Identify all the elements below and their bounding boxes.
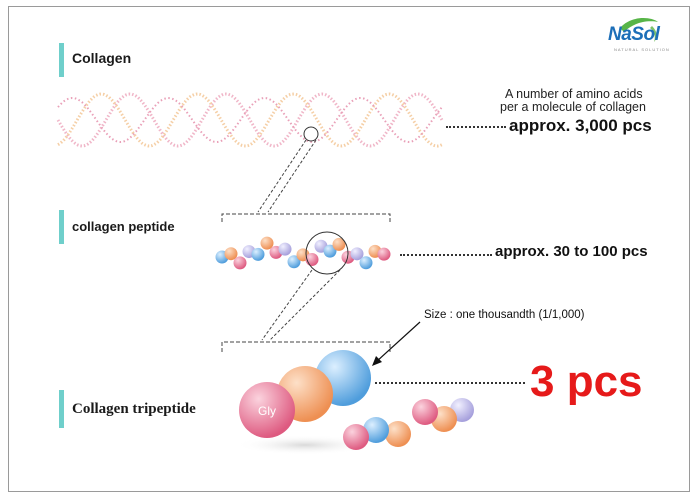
- peptide-chain-ball: [359, 256, 373, 270]
- peptide-chain-ball: [233, 256, 247, 270]
- helix-strand-orange: [57, 92, 443, 148]
- size-note: Size : one thousandth (1/1,000): [424, 309, 585, 321]
- size-arrow-line: [375, 321, 421, 363]
- leaf-icon: [620, 18, 658, 42]
- peptide-chain-ball: [251, 247, 265, 261]
- tripeptide-label: Collagen tripeptide: [72, 401, 196, 417]
- gly-label: Gly: [258, 404, 276, 418]
- tripeptide-count: 3 pcs: [530, 357, 643, 406]
- peptide-count: approx. 30 to 100 pcs: [495, 243, 648, 260]
- peptide-chain-ball: [287, 255, 301, 269]
- peptide-chain-ball: [260, 236, 274, 250]
- zoom-line-left-1: [257, 139, 307, 213]
- zoom-line-left-2: [261, 269, 313, 341]
- tripeptide-bracket: [221, 341, 391, 352]
- peptide-chain: [215, 236, 391, 270]
- peptide-zoom-circle: [305, 231, 349, 275]
- logo-wordmark: NaSol: [608, 24, 660, 45]
- collagen-dotted-leader: [446, 126, 506, 128]
- zoom-line-right-2: [269, 269, 341, 341]
- peptide-accent-bar: [59, 210, 64, 244]
- tripeptide-accent-bar: [59, 390, 64, 428]
- collagen-helix: [56, 92, 444, 148]
- peptide-chain-ball: [278, 242, 292, 256]
- tripeptide-shadow: [235, 435, 375, 455]
- logo-subtitle: NATURAL SOLUTION: [614, 47, 670, 52]
- size-arrow-head: [372, 356, 382, 366]
- helix-strand-pink: [56, 92, 444, 148]
- peptide-chain-ball: [224, 247, 238, 261]
- helix-strand-rose: [57, 96, 443, 144]
- peptide-dotted-leader: [400, 254, 492, 256]
- peptide-chain-ball: [350, 247, 364, 261]
- peptide-chain-ball: [332, 237, 346, 251]
- nasol-logo: NaSol NATURAL SOLUTION: [600, 14, 680, 58]
- tripeptide-dotted-leader: [375, 382, 525, 384]
- amino-acid-note-line1: A number of amino acids: [505, 87, 643, 101]
- peptide-chain-ball: [323, 244, 337, 258]
- collagen-accent-bar: [59, 43, 64, 77]
- zoom-line-right-1: [267, 139, 317, 213]
- small-tripeptide-right: [412, 398, 474, 432]
- gly-ball: [239, 382, 295, 438]
- peptide-label: collagen peptide: [72, 219, 175, 234]
- amino-acid-note-line2: per a molecule of collagen: [500, 100, 646, 114]
- collagen-label: Collagen: [72, 50, 132, 66]
- image-frame: [8, 6, 690, 492]
- small-tripeptide-left: [343, 417, 411, 450]
- helix-zoom-circle: [303, 126, 319, 142]
- collagen-count: approx. 3,000 pcs: [509, 116, 652, 135]
- peptide-bracket: [221, 213, 391, 222]
- peptide-chain-ball: [377, 247, 391, 261]
